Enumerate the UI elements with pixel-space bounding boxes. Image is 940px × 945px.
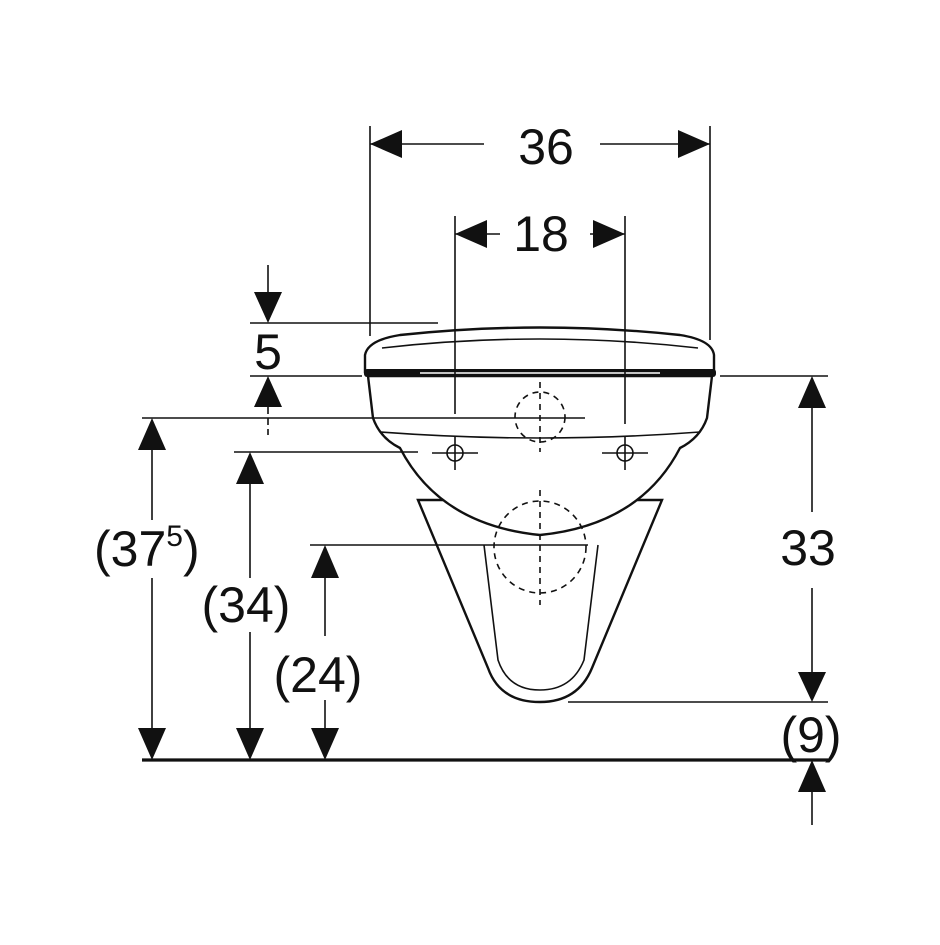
- flush-inlet-circle: [514, 391, 566, 443]
- dim-lower-fixing-height: (34): [202, 451, 418, 760]
- fixing-point-right-icon: [602, 436, 648, 470]
- dim-fixing-spacing-label: 18: [513, 206, 569, 262]
- dim-lower-fixing-height-label: (34): [202, 577, 291, 633]
- fixing-point-left-icon: [432, 436, 478, 470]
- seat-lid-inner: [381, 338, 699, 349]
- dim-seat-thickness: 5: [250, 265, 438, 435]
- dim-rim-to-bottom: 33: [568, 375, 836, 703]
- toilet-seat: [363, 326, 716, 377]
- fixing-points: [432, 436, 648, 470]
- outlet-circle: [493, 500, 587, 594]
- dim-rim-to-bottom-label: 33: [780, 520, 836, 576]
- dim-width-total-label: 36: [518, 119, 574, 175]
- dim-top-fixing-height-label: (375): [94, 520, 200, 577]
- pan-inner-line: [483, 544, 599, 691]
- dim-bottom-clearance-label: (9): [780, 707, 841, 763]
- dim-seat-thickness-label: 5: [254, 324, 282, 380]
- dim-top-fixing-height: (375): [94, 417, 585, 760]
- bowl-body: [366, 374, 714, 537]
- dim-fixing-spacing: 18: [454, 206, 626, 424]
- dim-bottom-clearance: (9): [780, 707, 842, 825]
- seat-lid: [363, 326, 716, 374]
- hidden-features: [493, 382, 587, 605]
- dim-width-total: 36: [369, 119, 711, 340]
- dim-outlet-height-label: (24): [274, 647, 363, 703]
- dim-outlet-height: (24): [274, 544, 588, 760]
